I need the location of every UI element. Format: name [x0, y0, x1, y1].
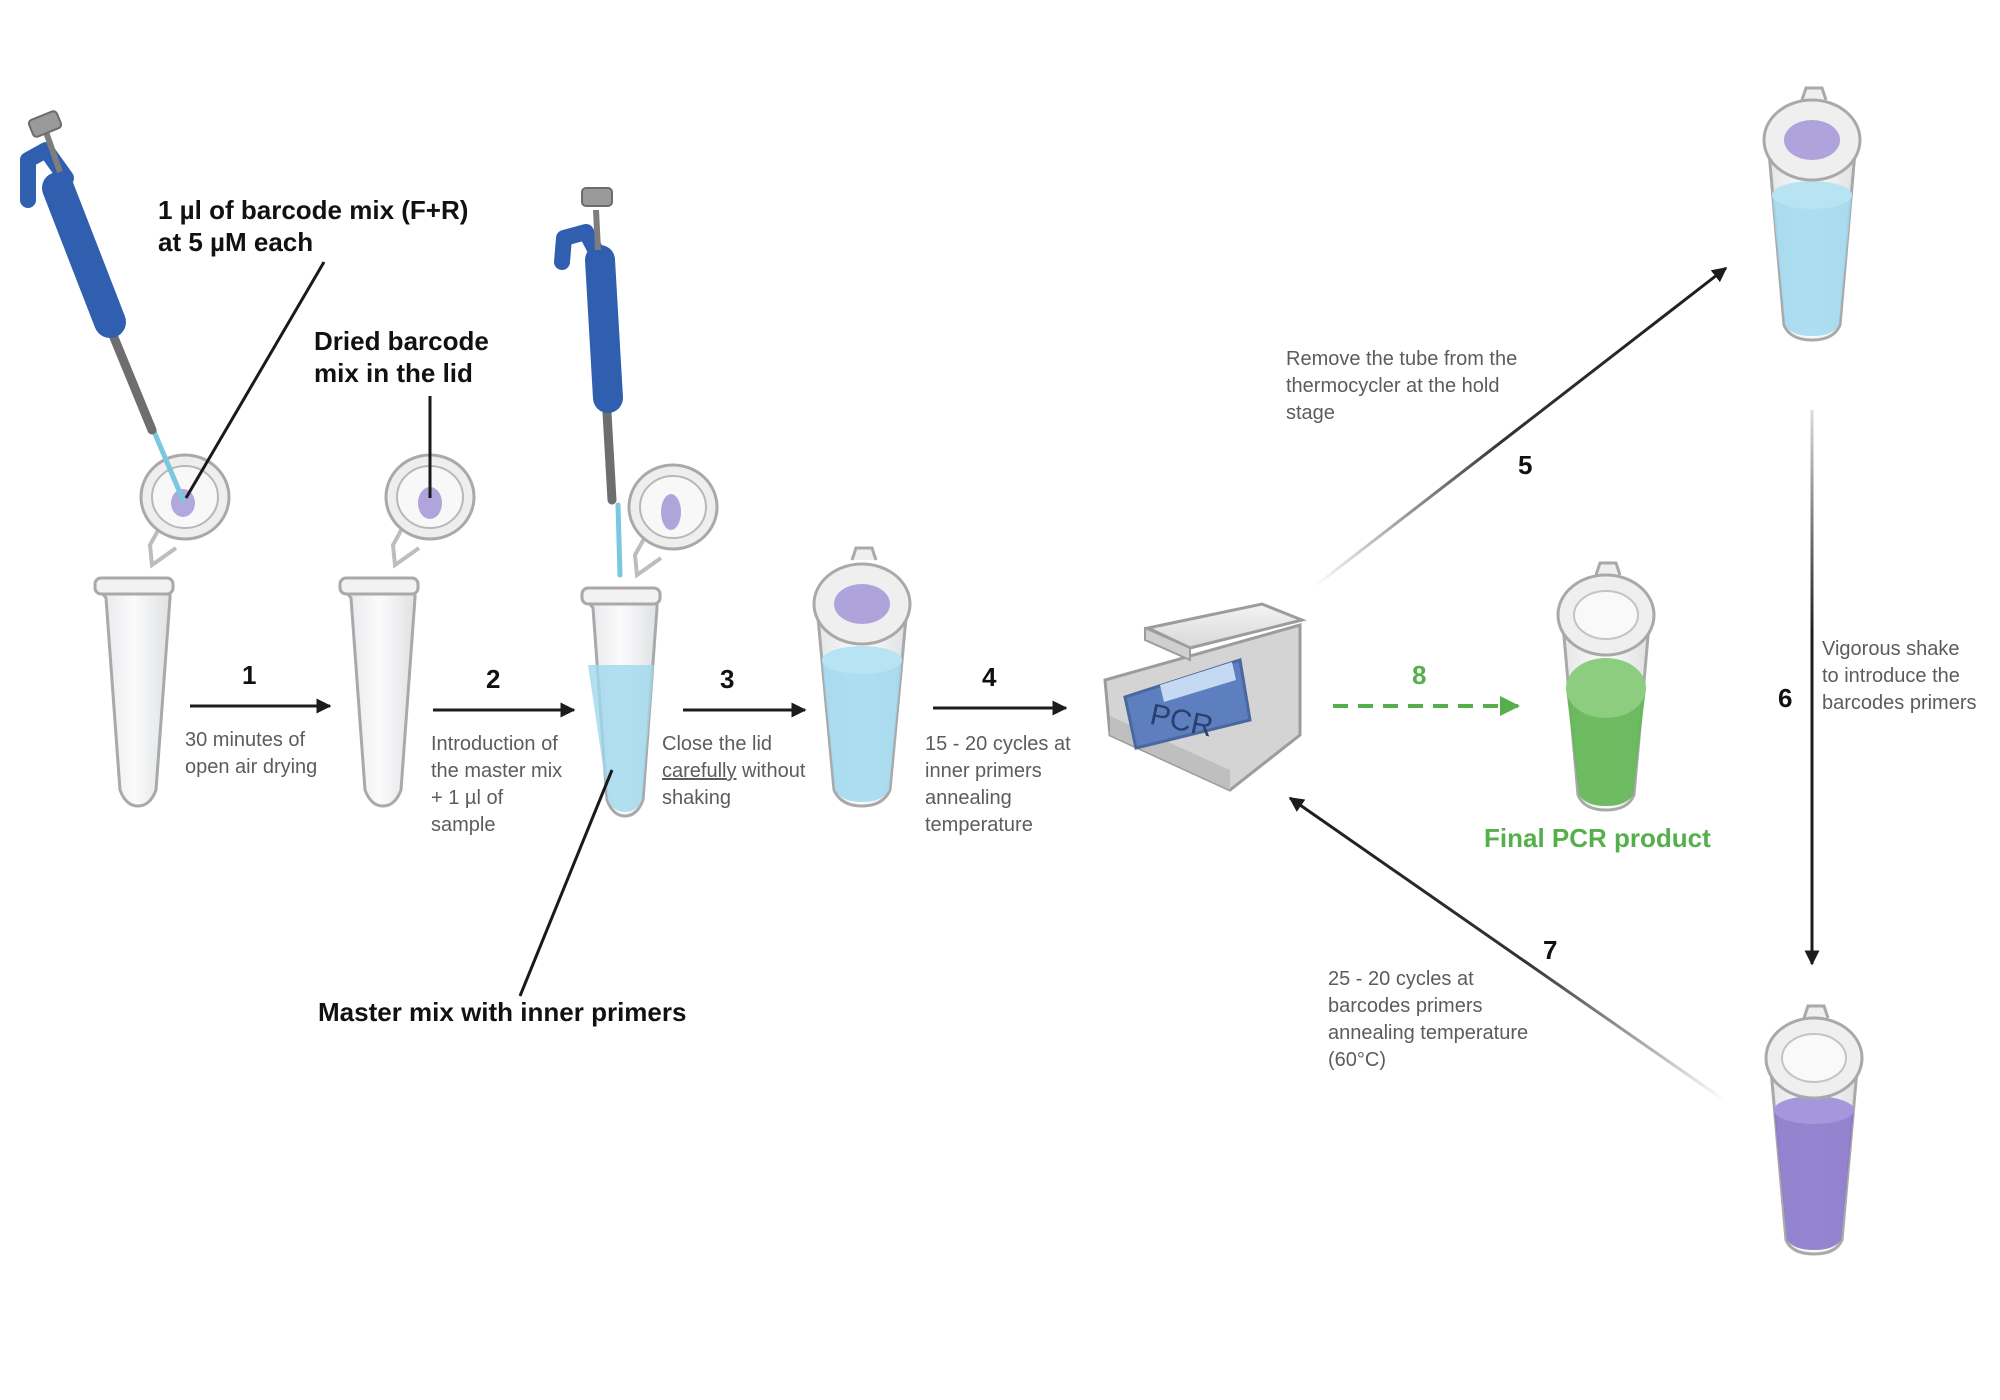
arrow-step-7 [1288, 796, 1725, 1102]
step-text-7: 25 - 20 cycles at barcodes primers annea… [1328, 968, 1529, 1071]
label-final-product: Final PCR product [1484, 823, 1711, 853]
tube-master-mix [580, 463, 719, 818]
step-number-7: 7 [1543, 935, 1558, 965]
step-number-2: 2 [486, 664, 501, 694]
callout-line-master-mix [518, 769, 614, 997]
label-dried-mix: Dried barcode mix in the lid [314, 326, 489, 388]
step-text-6: Vigorous shake to introduce the barcodes… [1822, 638, 1977, 714]
step-text-5: Remove the tube from the thermocycler at… [1286, 348, 1518, 424]
label-barcode-volume: 1 µl of barcode mix (F+R) at 5 µM each [158, 195, 469, 257]
label-master-mix: Master mix with inner primers [318, 997, 687, 1027]
step-number-4: 4 [982, 662, 997, 692]
step-text-2: Introduction of the master mix + 1 µl of… [431, 733, 563, 836]
step-number-5: 5 [1518, 450, 1533, 480]
step-text-3-emphasis: carefully [662, 760, 737, 782]
tube-closed-top-right [1762, 86, 1862, 342]
pipette-2 [554, 187, 623, 578]
step-number-8: 8 [1412, 660, 1427, 690]
step-text-1: 30 minutes of open air drying [185, 729, 318, 778]
step-number-6: 6 [1778, 683, 1793, 713]
arrow-step-5 [1309, 266, 1728, 592]
tube-closed-green [1556, 561, 1656, 812]
tube-open-lid-2 [338, 453, 476, 808]
step-number-3: 3 [720, 664, 735, 694]
pcr-thermocycler: PCR [1103, 602, 1307, 792]
tube-closed-purple [1764, 1004, 1864, 1256]
step-text-4: 15 - 20 cycles at inner primers annealin… [925, 733, 1071, 836]
step-number-1: 1 [242, 660, 257, 690]
callout-line-barcode-volume [184, 261, 326, 499]
step-text-3: Close the lid carefully without shaking [662, 731, 805, 812]
tube-closed-blue [812, 546, 912, 808]
step-text-3-before: Close the lid [662, 733, 773, 755]
pipette-1 [20, 110, 186, 503]
step-text-3-after: without shaking [662, 760, 806, 809]
